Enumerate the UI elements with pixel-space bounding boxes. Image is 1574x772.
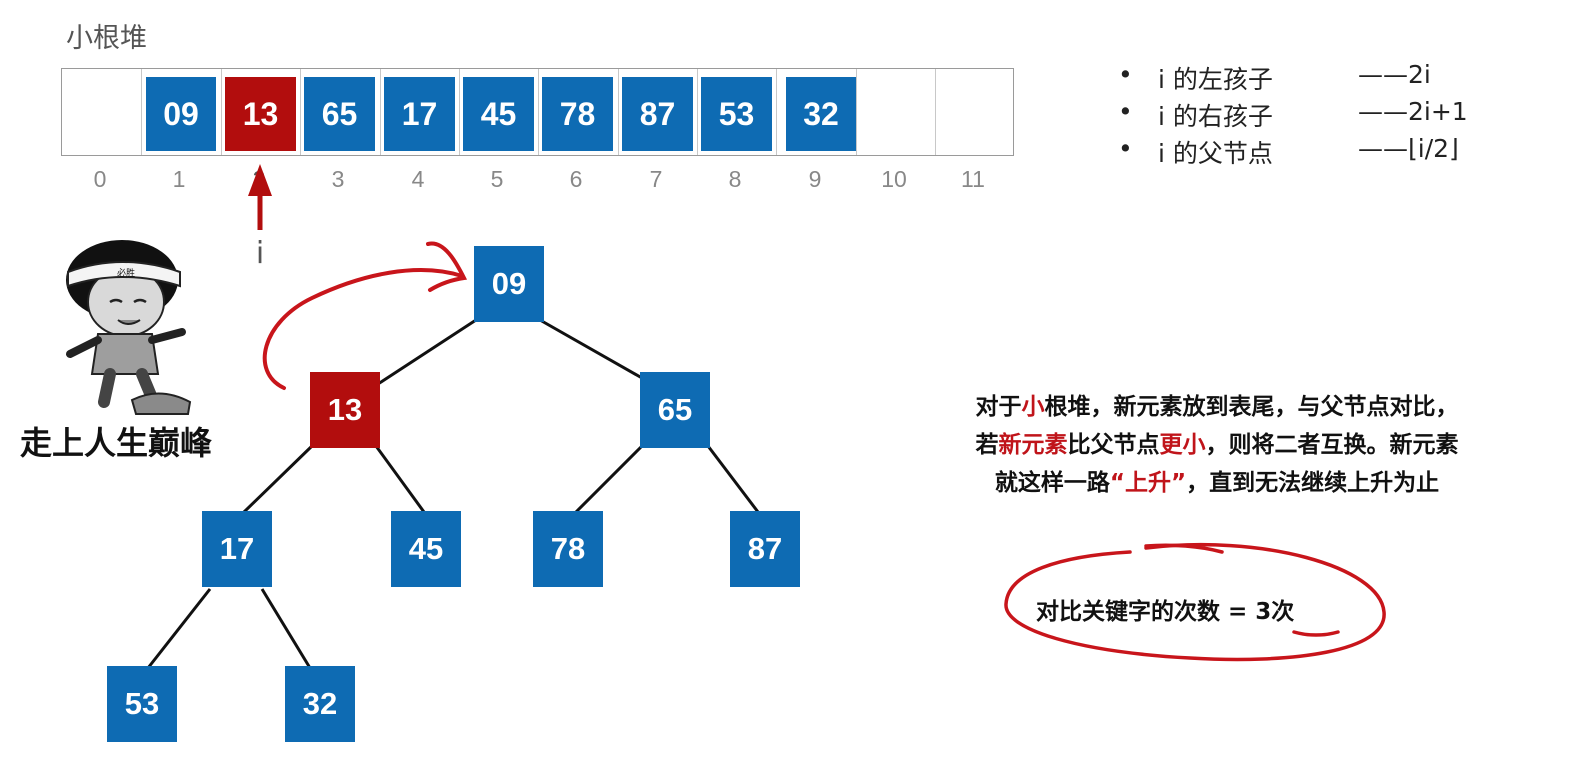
text-span: 比父节点 bbox=[1067, 432, 1160, 458]
page-title: 小根堆 bbox=[66, 23, 147, 54]
array-index: 4 bbox=[411, 166, 425, 192]
array-index: 3 bbox=[331, 166, 345, 192]
highlight-span: 新元素 bbox=[998, 432, 1068, 458]
meme-figure-icon: 必胜 bbox=[66, 240, 192, 415]
array-cell-1: 09 bbox=[146, 77, 216, 151]
array-index: 1 bbox=[172, 166, 186, 192]
array-cell-8: 53 bbox=[701, 77, 772, 151]
array-cell-7: 87 bbox=[622, 77, 693, 151]
description-line: 对于小根堆，新元素放到表尾，与父节点对比， bbox=[912, 388, 1522, 426]
tree-node: 65 bbox=[640, 372, 710, 448]
edge-09-13 bbox=[377, 318, 477, 386]
array-index: 11 bbox=[961, 166, 985, 192]
array-index: 9 bbox=[808, 166, 822, 192]
cell-divider bbox=[459, 69, 460, 155]
headband-text: 必胜 bbox=[117, 267, 135, 279]
bullet: • bbox=[1118, 97, 1133, 126]
cell-divider bbox=[380, 69, 381, 155]
swap-curve-arrow bbox=[262, 268, 464, 390]
tree-node: 78 bbox=[533, 511, 603, 587]
cell-divider bbox=[697, 69, 698, 155]
edge-09-65 bbox=[539, 318, 643, 380]
description-text: 对于小根堆，新元素放到表尾，与父节点对比， 若新元素比父节点更小，则将二者互换。… bbox=[912, 388, 1522, 502]
cell-divider bbox=[776, 69, 777, 155]
pointer-label: i bbox=[255, 236, 265, 271]
highlight-span: “上升” bbox=[1109, 470, 1187, 496]
cell-divider bbox=[618, 69, 619, 155]
count-label: 对比关键字的次数 = bbox=[1036, 599, 1256, 625]
highlight-span: 小 bbox=[1021, 394, 1045, 420]
swap-arrow-head-icon bbox=[426, 241, 468, 292]
edge-13-45 bbox=[374, 445, 426, 513]
array-index: 7 bbox=[649, 166, 663, 192]
heap-array: 09 13 65 17 45 78 87 53 32 bbox=[61, 68, 1014, 156]
count-ellipse bbox=[1004, 542, 1386, 662]
bullet: • bbox=[1118, 134, 1133, 163]
highlight-span: 更小 bbox=[1159, 432, 1206, 458]
meme-caption: 走上人生巅峰 bbox=[20, 424, 213, 462]
formula-text: i 的父节点 bbox=[1158, 139, 1273, 168]
formula-value: ——⌊i/2⌋ bbox=[1358, 134, 1459, 163]
formula-value: ——2i+1 bbox=[1358, 97, 1468, 126]
count-ellipse-stroke bbox=[1144, 543, 1224, 554]
tree-node-highlighted: 13 bbox=[310, 372, 380, 448]
tree-node: 09 bbox=[474, 246, 544, 322]
tree-node: 32 bbox=[285, 666, 355, 742]
cell-divider bbox=[856, 69, 857, 155]
text-span: 根堆，新元素放到表尾，与父节点对比， bbox=[1044, 394, 1459, 420]
array-cell-4: 17 bbox=[384, 77, 455, 151]
edge-65-87 bbox=[706, 445, 760, 513]
cell-divider bbox=[141, 69, 142, 155]
array-index: 5 bbox=[490, 166, 504, 192]
text-span: 就这样一路 bbox=[994, 470, 1110, 496]
description-line: 若新元素比父节点更小，则将二者互换。新元素 bbox=[912, 426, 1522, 464]
array-cell-2: 13 bbox=[225, 77, 296, 151]
text-span: ，直到无法继续上升为止 bbox=[1186, 470, 1440, 496]
text-span: 若 bbox=[975, 432, 999, 458]
edge-17-53 bbox=[146, 588, 212, 669]
array-cell-5: 45 bbox=[463, 77, 534, 151]
tree-node: 53 bbox=[107, 666, 177, 742]
count-underline bbox=[1292, 630, 1340, 637]
formula-text: i 的左孩子 bbox=[1158, 65, 1273, 94]
count-value: 3次 bbox=[1255, 599, 1295, 625]
text-span: ，则将二者互换。新元素 bbox=[1205, 432, 1459, 458]
pointer-arrow-icon bbox=[248, 164, 272, 196]
formula-text: i 的右孩子 bbox=[1158, 102, 1273, 131]
tree-node: 17 bbox=[202, 511, 272, 587]
description-line: 就这样一路“上升”，直到无法继续上升为止 bbox=[912, 464, 1522, 502]
array-index: 8 bbox=[728, 166, 742, 192]
array-index: 10 bbox=[881, 166, 907, 192]
cell-divider bbox=[538, 69, 539, 155]
array-cell-3: 65 bbox=[304, 77, 375, 151]
edge-65-78 bbox=[574, 444, 644, 514]
tree-node: 45 bbox=[391, 511, 461, 587]
formula-value: ——2i bbox=[1358, 60, 1431, 89]
cell-divider bbox=[935, 69, 936, 155]
array-index: 6 bbox=[569, 166, 583, 192]
cell-divider bbox=[221, 69, 222, 155]
array-cell-9: 32 bbox=[786, 77, 856, 151]
tree-edges bbox=[146, 318, 760, 669]
edge-17-32 bbox=[260, 588, 312, 669]
bullet: • bbox=[1118, 60, 1133, 89]
tree-node: 87 bbox=[730, 511, 800, 587]
array-index: 0 bbox=[93, 166, 107, 192]
cell-divider bbox=[300, 69, 301, 155]
array-cell-6: 78 bbox=[542, 77, 613, 151]
edge-13-17 bbox=[242, 444, 314, 514]
comparison-count: 对比关键字的次数 = 3次 bbox=[1036, 592, 1294, 626]
text-span: 对于 bbox=[975, 394, 1022, 420]
